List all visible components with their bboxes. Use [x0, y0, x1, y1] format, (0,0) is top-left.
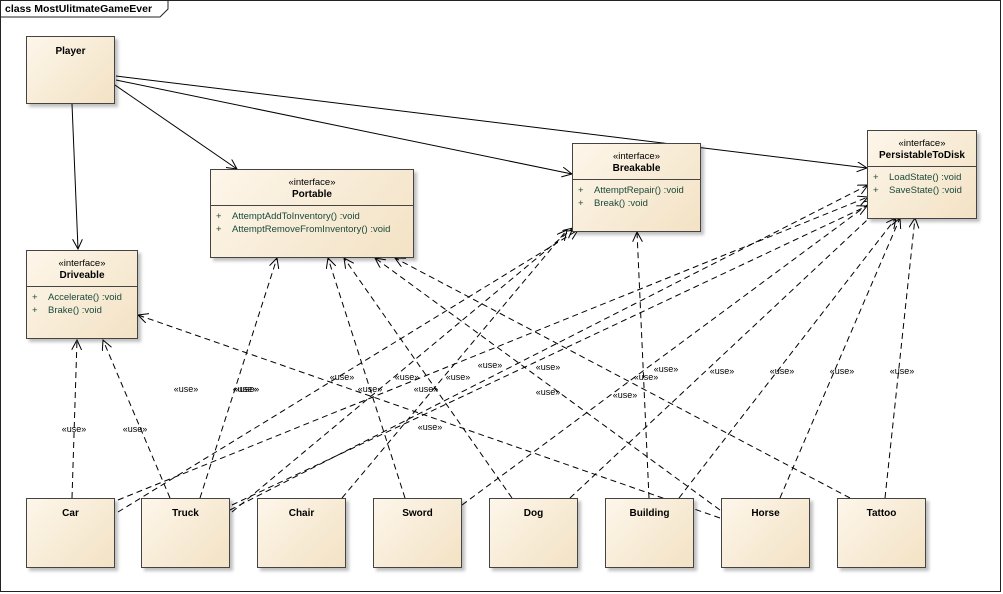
use-labels: «use»«use»«use»«use»«use»«use»«use»«use»…: [62, 360, 915, 434]
class-dog[interactable]: Dog: [489, 498, 578, 568]
use-stereotype-label: «use»: [536, 387, 561, 397]
use-stereotype-label: «use»: [418, 422, 443, 432]
class-name: PersistableToDisk: [879, 150, 965, 161]
interface-breakable[interactable]: «interface» Breakable +AttemptRepair() :…: [572, 143, 701, 232]
dependency-truck-to-breakable: [231, 228, 573, 513]
dependency-car-to-persistable: [117, 197, 868, 501]
class-horse[interactable]: Horse: [721, 498, 810, 568]
operation-item: +Brake() :void: [32, 305, 102, 316]
dependency-sword-to-portable: [328, 258, 406, 499]
dependency-truck-to-persistable: [231, 206, 867, 506]
association-player-to-driveable: [71, 103, 78, 249]
use-stereotype-label: «use»: [330, 372, 355, 382]
dependency-tattoo-to-portable: [395, 258, 851, 499]
dependency-chair-to-portable: [199, 258, 277, 499]
class-name: Driveable: [59, 270, 105, 281]
use-stereotype-label: «use»: [770, 366, 795, 376]
operation-item: +Break() :void: [578, 198, 648, 209]
frame-title: class MostUlitmateGameEver: [5, 3, 153, 15]
dependency-tattoo-to-persistable: [884, 218, 915, 499]
class-name: Sword: [402, 508, 433, 519]
operation-item: +AttemptAddToInventory() :void: [216, 211, 360, 222]
use-stereotype-label: «use»: [123, 424, 148, 434]
dependency-dog-to-portable: [344, 258, 513, 499]
use-stereotype-label: «use»: [634, 372, 659, 382]
class-sword[interactable]: Sword: [373, 498, 462, 568]
interface-portable[interactable]: «interface» Portable +AttemptAddToInvent…: [210, 169, 414, 258]
operation-item: +LoadState() :void: [873, 172, 962, 183]
class-name: Car: [62, 508, 79, 519]
stereotype-label: «interface»: [58, 258, 106, 269]
use-stereotype-label: «use»: [235, 384, 260, 394]
use-stereotype-label: «use»: [830, 366, 855, 376]
interface-persistable-to-disk[interactable]: «interface» PersistableToDisk +LoadState…: [867, 130, 977, 219]
association-player-to-breakable: [115, 79, 572, 174]
use-stereotype-label: «use»: [174, 384, 199, 394]
association-player-to-persistable: [115, 75, 867, 168]
dependency-horse-to-driveable: [138, 315, 721, 519]
class-name: Chair: [288, 508, 315, 519]
compartment-divider: [211, 205, 413, 206]
dependency-truck-to-driveable: [103, 340, 171, 499]
class-tattoo[interactable]: Tattoo: [837, 498, 926, 568]
class-name: Player: [55, 46, 86, 57]
operation-item: +AttemptRemoveFromInventory() :void: [216, 224, 391, 235]
interface-driveable[interactable]: «interface» Driveable +Accelerate() :voi…: [26, 250, 138, 339]
association-player-to-portable: [111, 82, 237, 169]
frame-tab-outline: [0, 1, 169, 18]
dependency-chair-to-breakable: [341, 230, 567, 499]
class-name: Portable: [291, 189, 332, 200]
dependency-horse-to-persistable: [779, 218, 900, 499]
use-stereotype-label: «use»: [414, 384, 439, 394]
dependency-lines: [71, 185, 915, 519]
compartment-divider: [573, 179, 700, 180]
operation-item: +Accelerate() :void: [32, 292, 122, 303]
compartment-divider: [27, 286, 137, 287]
class-name: Building: [629, 508, 670, 519]
dependency-sword-to-persistable: [461, 200, 874, 506]
use-stereotype-label: «use»: [478, 360, 503, 370]
class-player[interactable]: Player: [26, 36, 115, 104]
use-stereotype-label: «use»: [536, 362, 561, 372]
operation-item: +SaveState() :void: [873, 185, 962, 196]
use-stereotype-label: «use»: [710, 366, 735, 376]
association-lines: [71, 75, 867, 249]
class-car[interactable]: Car: [26, 498, 115, 568]
class-name: Breakable: [612, 163, 661, 174]
dependency-horse-to-portable: [375, 258, 721, 511]
operation-item: +AttemptRepair() :void: [578, 185, 684, 196]
class-building[interactable]: Building: [605, 498, 694, 568]
dependency-dog-to-persistable: [569, 208, 880, 499]
stereotype-label: «interface»: [612, 151, 660, 162]
class-name: Horse: [751, 508, 780, 519]
use-stereotype-label: «use»: [233, 384, 258, 394]
compartment-divider: [868, 166, 976, 167]
use-stereotype-label: «use»: [62, 424, 87, 434]
dependency-building-to-breakable: [637, 232, 650, 499]
class-name: Dog: [523, 508, 544, 519]
use-stereotype-label: «use»: [890, 366, 915, 376]
use-stereotype-label: «use»: [446, 372, 471, 382]
use-stereotype-label: «use»: [613, 390, 638, 400]
class-chair[interactable]: Chair: [257, 498, 346, 568]
use-stereotype-label: «use»: [654, 364, 679, 374]
dependency-car-to-breakable: [117, 230, 578, 513]
use-stereotype-label: «use»: [358, 384, 383, 394]
use-stereotype-label: «use»: [395, 372, 420, 382]
class-name: Tattoo: [866, 508, 897, 519]
stereotype-label: «interface»: [898, 138, 946, 149]
dependency-car-to-driveable: [71, 340, 77, 499]
dependency-building-to-persistable: [678, 218, 896, 499]
stereotype-label: «interface»: [288, 177, 336, 188]
class-name: Truck: [172, 508, 199, 519]
class-truck[interactable]: Truck: [141, 498, 230, 568]
